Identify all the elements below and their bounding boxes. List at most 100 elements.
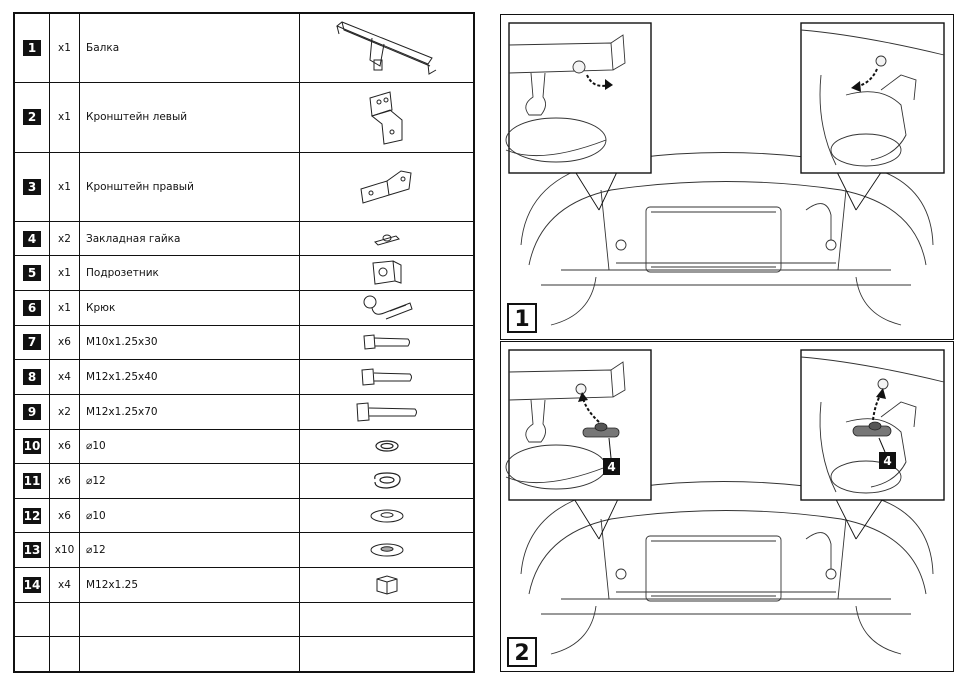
part-number-cell: 13 [14,532,50,568]
part-illustration-cell [299,220,474,257]
part-quantity: x1 [49,255,80,291]
part-number-badge: 4 [23,230,41,247]
part-number-cell [14,636,50,672]
part-illustration-cell [299,359,474,395]
part-quantity: x6 [49,428,80,465]
part-number-badge: 8 [23,369,41,386]
insert-nut-icon [300,230,473,248]
part-number-badge: 11 [22,472,42,489]
part-number-badge: 6 [23,299,41,316]
bolt-long-icon [300,401,473,423]
part-number-cell: 9 [14,393,50,430]
part-quantity: x6 [49,463,80,499]
part-number-badge: 9 [23,403,41,420]
tow-ball-icon [300,293,473,323]
part-illustration-cell [299,636,474,672]
step-2-illustration: 4 4 [505,349,945,655]
part-number-cell: 1 [14,12,50,84]
part-name: Кронштейн правый [79,151,300,222]
part-name: M12x1.25 [79,567,300,603]
part-quantity: x2 [49,393,80,430]
part-illustration-cell [299,532,474,568]
right-bracket-icon [300,167,473,207]
part-name: Закладная гайка [79,220,300,257]
flat-washer-large-icon [300,541,473,559]
part-name: ⌀12 [79,532,300,568]
insert-nut-placement-right [852,421,892,437]
part-number-badge: 2 [23,109,41,126]
part-illustration-cell [299,151,474,222]
socket-plate-icon [300,259,473,287]
part-illustration-cell [299,324,474,361]
part-number-cell: 14 [14,567,50,603]
part-number-cell: 10 [14,428,50,465]
part-4-callout-right [879,452,896,469]
part-name: Балка [79,12,300,84]
insert-nut-placement [582,422,620,438]
part-name: ⌀10 [79,497,300,534]
part-quantity: x1 [49,151,80,222]
spring-washer-large-icon [300,471,473,491]
part-quantity: x4 [49,359,80,395]
part-quantity: x1 [49,82,80,153]
part-name: M10x1.25x30 [79,324,300,361]
part-number-badge: 12 [22,507,42,524]
part-name: M12x1.25x70 [79,393,300,430]
step-1-number: 1 [507,303,537,333]
part-illustration-cell [299,393,474,430]
part-illustration-cell [299,601,474,638]
step-1-panel: 1 [500,14,954,340]
part-quantity: x1 [49,290,80,326]
part-illustration-cell [299,428,474,465]
bolt-medium-icon [300,367,473,387]
part-4-callout-right-label: 4 [883,454,891,468]
flat-washer-small-icon [300,507,473,525]
parts-row: 10 x6⌀10 [14,428,474,465]
step-1-illustration [505,22,945,326]
part-number-cell: 11 [14,463,50,499]
part-illustration-cell [299,463,474,499]
left-bracket-icon [300,90,473,145]
crossbar-icon [300,18,473,78]
part-quantity [49,601,80,638]
part-quantity [49,636,80,672]
part-illustration-cell [299,12,474,84]
part-quantity: x4 [49,567,80,603]
part-illustration-cell [299,82,474,153]
bolt-short-icon [300,332,473,352]
part-quantity: x6 [49,324,80,361]
part-number-cell: 2 [14,82,50,153]
part-number-badge: 5 [23,265,41,282]
parts-row [14,601,474,638]
part-quantity: x1 [49,12,80,84]
part-name: Крюк [79,290,300,326]
spring-washer-small-icon [300,438,473,454]
part-number-cell: 8 [14,359,50,395]
part-number-badge: 13 [22,542,42,559]
step-2-number: 2 [507,637,537,667]
part-illustration-cell [299,567,474,603]
part-name: Кронштейн левый [79,82,300,153]
part-name [79,636,300,672]
hex-nut-icon [300,574,473,596]
part-number-badge: 10 [22,438,42,455]
part-number-badge: 7 [23,334,41,351]
part-number-cell: 12 [14,497,50,534]
part-4-callout-left [603,458,620,475]
part-number-cell: 5 [14,255,50,291]
part-name: ⌀10 [79,428,300,465]
